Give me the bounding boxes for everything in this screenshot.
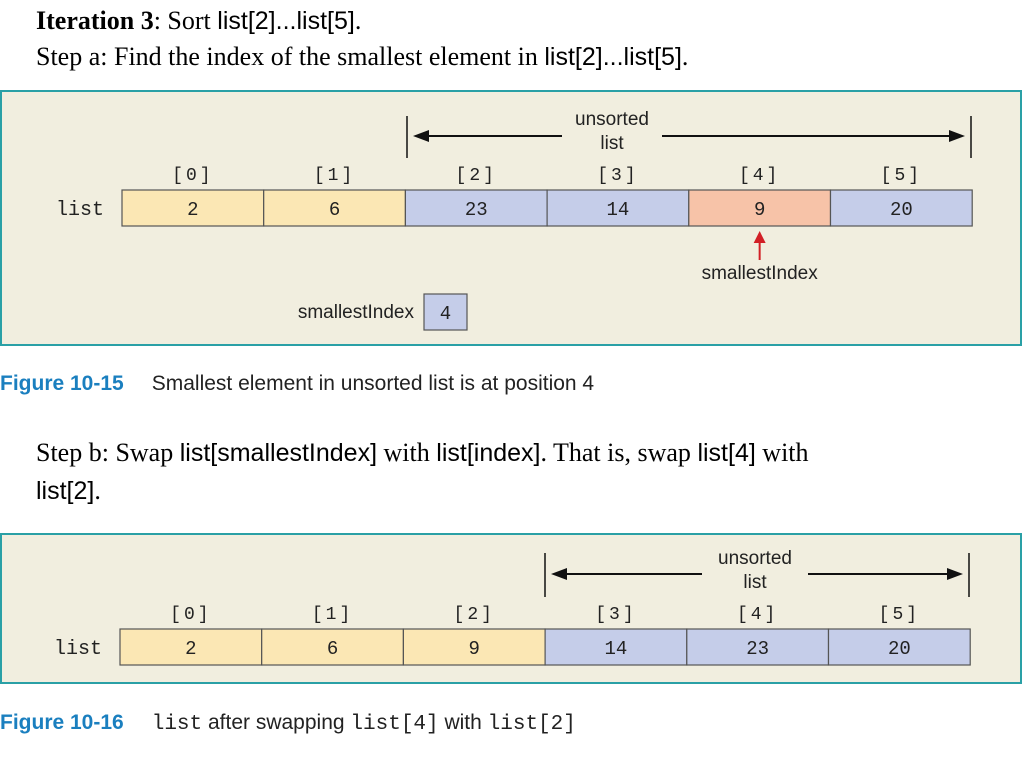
step-b-t2: with xyxy=(377,438,437,467)
index-label: [2] xyxy=(456,166,497,186)
pointer-arrow-icon xyxy=(753,231,766,243)
step-b-t5: . xyxy=(94,476,101,505)
figure-10-16-panel: list [0] 2 [1] 6 [2] 9 [3] 14 [4] 23 [5] 20 unsorted l… xyxy=(0,533,1022,684)
step-a-period: . xyxy=(681,42,689,71)
figure-10-16-number: Figure 10-16 xyxy=(0,711,124,734)
array-cell xyxy=(829,189,973,227)
step-b-c3: list[4] xyxy=(697,439,756,467)
cell-value: 9 xyxy=(469,638,480,660)
index-label: [5] xyxy=(881,166,922,186)
smallest-index-box xyxy=(423,293,468,331)
iteration-text: : Sort xyxy=(153,6,218,35)
cell-value: 9 xyxy=(754,199,765,221)
array-cell xyxy=(404,189,548,227)
array-cell xyxy=(688,189,832,227)
arrow-left-icon xyxy=(551,568,567,580)
unsorted-label-list: list xyxy=(743,572,767,593)
cell-value: 6 xyxy=(329,199,340,221)
cell-value: 20 xyxy=(888,638,911,660)
array-cell xyxy=(263,189,407,227)
cell-value: 2 xyxy=(185,638,196,660)
unsorted-label: unsorted xyxy=(575,109,649,130)
step-b-t4: with xyxy=(755,438,809,467)
figure-10-15-diagram: list [0] 2 [1] 6 [2] 23 [3] 14 [4] 9 [5] 20 unsorted l… xyxy=(56,109,973,331)
index-label: [4] xyxy=(737,605,778,625)
iteration-period: . xyxy=(354,6,362,35)
figure-10-16-code3: list[2] xyxy=(487,713,576,736)
index-label: [3] xyxy=(595,605,636,625)
step-b-c4: list[2] xyxy=(36,477,95,505)
step-a-range: list[2]...list[5] xyxy=(544,43,682,71)
iteration-title: Iteration 3 xyxy=(36,6,154,35)
figure-10-15-panel: list [0] 2 [1] 6 [2] 23 [3] 14 [4] 9 [5] 20 unsorted l… xyxy=(0,90,1022,346)
array-cell xyxy=(827,628,971,666)
index-label: [0] xyxy=(172,166,213,186)
array-cell xyxy=(261,628,405,666)
unsorted-label-list: list xyxy=(600,133,624,154)
arrow-right-icon xyxy=(949,130,965,142)
index-label: [1] xyxy=(314,166,355,186)
cell-value: 2 xyxy=(187,199,198,221)
smallest-index-value: 4 xyxy=(440,303,451,325)
index-label: [4] xyxy=(739,166,780,186)
step-a-heading: Step a: Find the index of the smallest e… xyxy=(36,42,688,72)
row-label: list xyxy=(54,638,102,661)
index-label: [0] xyxy=(170,605,211,625)
cell-value: 23 xyxy=(465,199,488,221)
iteration-range: list[2]...list[5] xyxy=(217,7,355,35)
figure-10-15-caption: Figure 10-15 Smallest element in unsorted… xyxy=(0,372,594,396)
index-label: [1] xyxy=(312,605,353,625)
cell-value: 6 xyxy=(327,638,338,660)
index-label: [2] xyxy=(454,605,495,625)
row-label: list xyxy=(56,199,104,222)
figure-10-15-number: Figure 10-15 xyxy=(0,372,124,395)
cell-value: 20 xyxy=(890,199,913,221)
cell-value: 14 xyxy=(605,638,628,660)
step-b-text: Step b: Swap list[smallestIndex] with li… xyxy=(36,434,996,510)
arrow-left-icon xyxy=(413,130,429,142)
step-b-c2: list[index] xyxy=(436,439,541,467)
figure-10-16-text1: after swapping xyxy=(202,711,351,734)
smallest-index-label: smallestIndex xyxy=(298,302,415,323)
figure-10-16-text2: with xyxy=(438,711,488,734)
cell-value: 14 xyxy=(607,199,630,221)
index-label: [5] xyxy=(879,605,920,625)
arrow-right-icon xyxy=(947,568,963,580)
step-b-c1: list[smallestIndex] xyxy=(179,439,378,467)
step-b-t3: . That is, swap xyxy=(540,438,698,467)
figure-10-16-code1: list xyxy=(151,713,203,736)
step-a-text: Step a: Find the index of the smallest e… xyxy=(36,42,545,71)
iteration-heading: Iteration 3: Sort list[2]...list[5]. xyxy=(36,6,361,36)
figure-10-15-caption-text: Smallest element in unsorted list is at … xyxy=(151,372,595,395)
array-cell xyxy=(121,189,265,227)
unsorted-label: unsorted xyxy=(718,548,792,569)
index-label: [3] xyxy=(597,166,638,186)
figure-10-16-code2: list[4] xyxy=(350,713,439,736)
figure-10-16-diagram: list [0] 2 [1] 6 [2] 9 [3] 14 [4] 23 [5] 20 unsorted l… xyxy=(54,548,971,666)
step-b-t1: Step b: Swap xyxy=(36,438,180,467)
array-cell xyxy=(544,628,688,666)
cell-value: 23 xyxy=(746,638,769,660)
pointer-label: smallestIndex xyxy=(702,263,819,284)
